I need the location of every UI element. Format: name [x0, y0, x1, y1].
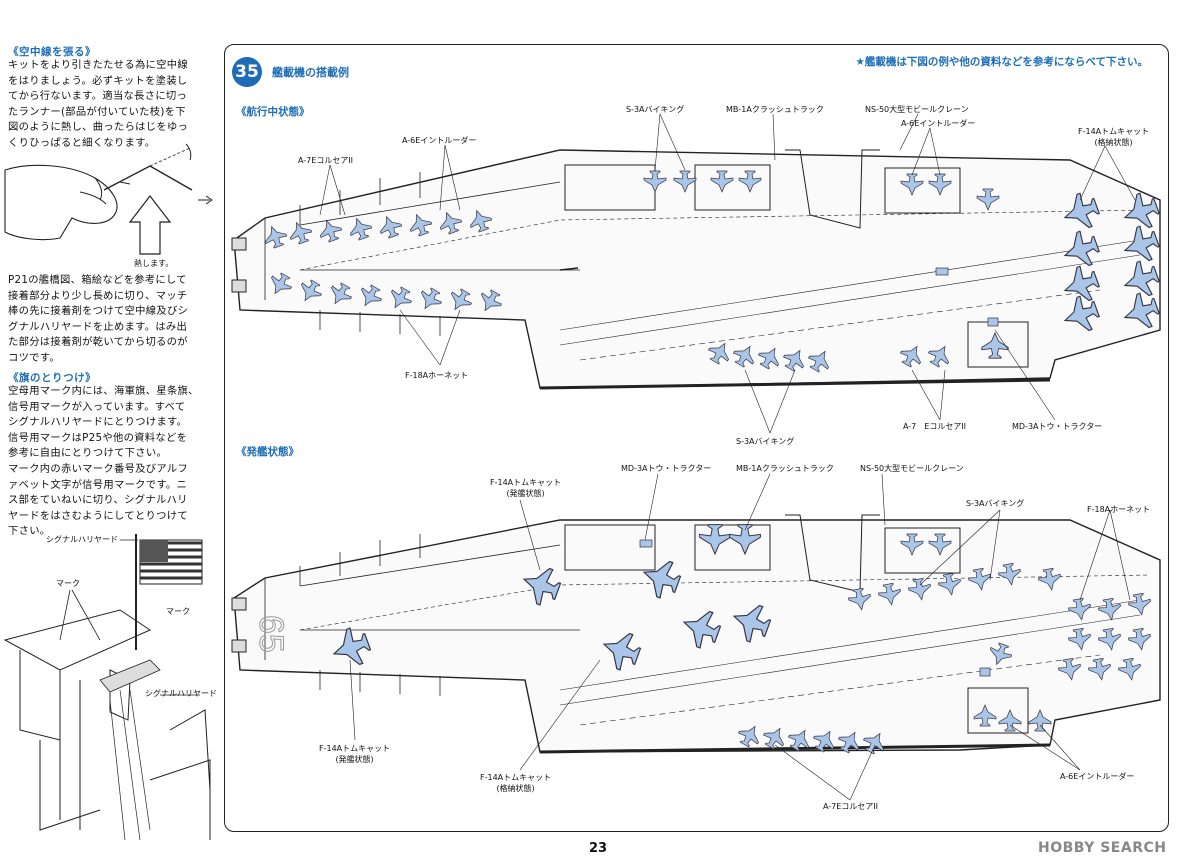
text-line: くりひっぱると細くなります。 [8, 136, 156, 149]
signal-halyard-label-top: シグナルハリヤード [46, 535, 118, 544]
launch-label-f14-stowed: F-14Aトムキャット (格納状態) [480, 773, 552, 793]
text-line: 図のように熱し、曲ったらはじをゆっ [8, 121, 189, 134]
cruise-label-f18: F-18Aホーネット [405, 371, 469, 380]
launch-label-a6e: A-6Eイントルーダー [1060, 772, 1135, 781]
tractor-icon [639, 539, 653, 548]
tractor-icon [987, 317, 999, 327]
text-line: グナルハリヤードを止めます。はみ出 [8, 320, 188, 333]
launch-label-md3a: MD-3Aトウ・トラクター [621, 464, 712, 473]
antenna-instructions: キットをより引きたたせる為に空中線 をはりましょう。必ずキットを塗装し てから行… [8, 58, 204, 152]
text-line: たランナー(部品が付いていた枝)を下 [8, 105, 186, 118]
text-line: 接着部分より少し長めに切り、マッチ [8, 289, 188, 302]
launch-aircraft [327, 524, 1153, 758]
text-line: ァベット文字が信号用マークです。ニ [8, 478, 188, 491]
cruise-label-a6e-right: A-6Eイントルーダー [901, 119, 976, 128]
text-line: 信号用マークはP25や他の資料などを [8, 431, 188, 444]
text-line: P21の艦橋図、箱絵などを参考にして [8, 274, 187, 286]
launch-label-ns50: NS-50大型モビールクレーン [860, 464, 964, 473]
text-line: た部分は接着剤が乾いてから切るのが [8, 336, 188, 349]
text-line: コツです。 [8, 351, 60, 364]
cruise-state-label: 《航行中状態》 [236, 106, 310, 118]
flag-instructions: 空母用マーク内には、海軍旗、星条旗、 信号用マークが入っています。すべて シグナ… [8, 384, 204, 540]
mark-label-a: マーク [56, 579, 80, 588]
launch-label-s3a: S-3Aバイキング [966, 499, 1025, 508]
text-line: キットをより引きたたせる為に空中線 [8, 59, 188, 71]
cruise-leader-lines [319, 113, 1136, 434]
cruise-label-ns50: NS-50大型モビールクレーン [865, 105, 969, 114]
page-number: 23 [589, 841, 608, 856]
flag-section-heading: 《旗のとりつけ》 [8, 372, 97, 384]
text-line: シグナルハリヤードにとりつけます。 [8, 416, 188, 429]
tractor-icon [979, 667, 991, 677]
heat-label: 熱します。 [134, 259, 174, 268]
step-number-badge: 35 [232, 57, 262, 87]
cruise-label-s3a: S-3Aバイキング [626, 105, 685, 114]
watermark-logo: HOBBY SEARCH [1038, 840, 1166, 856]
cruise-label-a7: A-7 EコルセアII [903, 422, 967, 431]
watermark-text: HOBBY SEARCH [1038, 840, 1167, 856]
launch-label-f14-top: F-14Aトムキャット (発艦状態) [490, 478, 562, 498]
text-line: ヤードをはさむようにしてとりつけて [8, 509, 188, 522]
text-line: 下さい。 [8, 525, 51, 538]
launch-label-a7e: A-7EコルセアII [823, 802, 879, 811]
cruise-carrier [231, 149, 1161, 390]
launch-leader-lines [349, 473, 1131, 801]
antenna-section-heading: 《空中線を張る》 [8, 46, 96, 58]
step-35-frame [224, 44, 1169, 832]
launch-state-label: 《発艦状態》 [236, 446, 299, 458]
text-line: ス部をていねいに切り、シグナルハリ [8, 494, 188, 507]
step-title: 艦載機の搭載例 [272, 66, 349, 79]
hull-number-text: 65 [252, 615, 290, 653]
launch-label-f14-launch: F-14Aトムキャット (発艦状態) [319, 744, 391, 764]
step-note: ★艦載機は下図の例や他の資料などを参考にならべて下さい。 [855, 56, 1149, 68]
launch-label-f18: F-18Aホーネット [1087, 505, 1151, 514]
cruise-label-f14: F-14Aトムキャット (格納状態) [1078, 127, 1150, 147]
attach-instructions: P21の艦橋図、箱絵などを参考にして 接着部分より少し長めに切り、マッチ 棒の先… [8, 273, 204, 367]
launch-label-mb1a: MB-1Aクラッシュトラック [736, 464, 834, 473]
cruise-label-s3a-bottom: S-3Aバイキング [736, 437, 795, 446]
text-line: 棒の先に接着剤をつけて空中線及びシ [8, 305, 189, 318]
cruise-aircraft [260, 170, 1164, 376]
cruise-label-mb1a: MB-1Aクラッシュトラック [726, 105, 824, 114]
text-line: てから行ないます。適当な長さに切っ [8, 90, 188, 103]
text-line: 空母用マーク内には、海軍旗、星条旗、 [8, 385, 199, 397]
text-line: をはりましょう。必ずキットを塗装し [8, 74, 188, 87]
heating-runner-illustration [4, 143, 213, 255]
signal-halyard-label-bottom: シグナルハリヤード [145, 689, 217, 698]
us-flag-icon [139, 539, 203, 585]
text-line: マーク内の赤いマーク番号及びアルフ [8, 462, 189, 475]
tractor-icon [935, 267, 949, 276]
cruise-label-a6e-left: A-6Eイントルーダー [402, 136, 477, 145]
cruise-label-md3a: MD-3Aトウ・トラクター [1012, 422, 1103, 431]
cruise-label-a7e: A-7EコルセアII [298, 156, 354, 165]
mark-label-b: マーク [166, 607, 190, 616]
text-line: 信号用マークが入っています。すべて [8, 400, 186, 413]
flag-attachment-illustration [3, 534, 211, 840]
text-line: 参考に自由にとりつけて下さい。 [8, 447, 168, 460]
